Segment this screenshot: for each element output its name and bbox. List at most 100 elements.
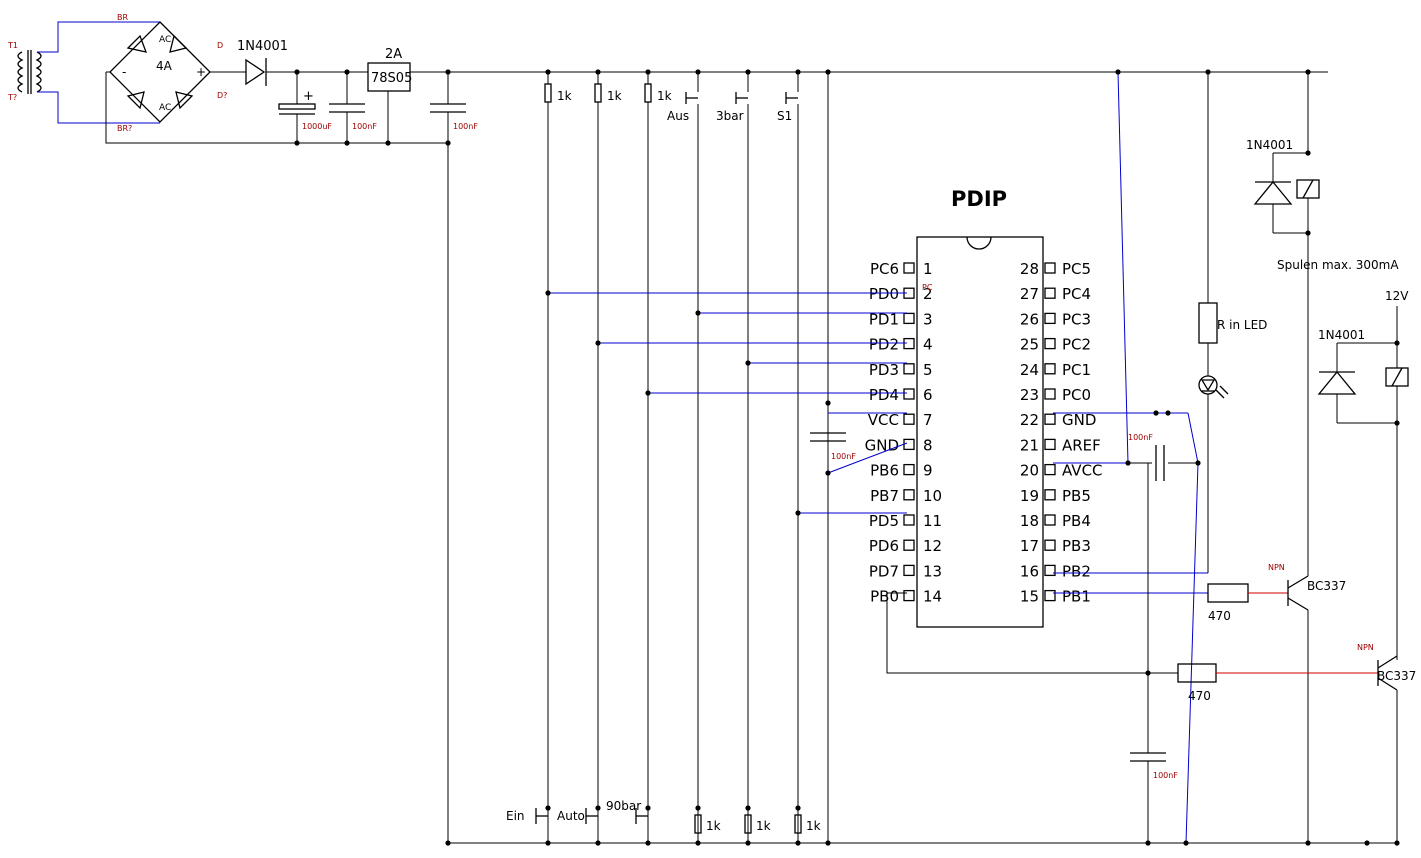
- junction-dot: [1305, 230, 1311, 236]
- ic-pin-name: PC1: [1062, 361, 1091, 379]
- ic-pin-name: PB7: [870, 487, 899, 505]
- ic-pin-name: PB1: [1062, 588, 1091, 606]
- ic-pin-number: 28: [1020, 260, 1039, 278]
- r-bottom-2: 1k: [756, 819, 771, 833]
- r-bottom-1: 1k: [706, 819, 721, 833]
- ic-pin-number: 14: [923, 588, 942, 606]
- junction-dot: [825, 400, 831, 406]
- cap-bottom-label: 100nF: [1153, 771, 1178, 780]
- ic-pin-number: 12: [923, 537, 942, 555]
- ic-pin-name: PB0: [870, 588, 899, 606]
- ic-pin-number: 23: [1020, 386, 1039, 404]
- junction-dot: [595, 69, 601, 75]
- ic-pin-name: GND: [1062, 411, 1096, 429]
- ic-pin-number: 24: [1020, 361, 1039, 379]
- junction-dot: [645, 390, 651, 396]
- ic-pin-number: 11: [923, 512, 942, 530]
- ic-pin-name: VCC: [868, 411, 899, 429]
- junction-dot: [445, 140, 451, 146]
- junction-dot: [445, 840, 451, 846]
- ic-pin-name: PC2: [1062, 336, 1091, 354]
- ic-pin-number: 27: [1020, 285, 1039, 303]
- junction-dot: [294, 69, 300, 75]
- ic-pin-number: 21: [1020, 436, 1039, 454]
- ic-pin-number: 8: [923, 436, 933, 454]
- ic-pin-number: 9: [923, 462, 933, 480]
- junction-dot: [695, 840, 701, 846]
- junction-dot: [695, 805, 701, 811]
- cap1-label: 100nF: [352, 122, 377, 131]
- ic-pin-number: 6: [923, 386, 933, 404]
- ic-pin-name: PD2: [869, 336, 899, 354]
- ic-pin-name: PC0: [1062, 386, 1091, 404]
- ic-pin-number: 19: [1020, 487, 1039, 505]
- ic-pin-name: PD4: [869, 386, 899, 404]
- junction-dot: [695, 310, 701, 316]
- cap-vcc-label: 100nF: [831, 452, 856, 461]
- junction-dot: [294, 140, 300, 146]
- bridge-rectifier: 4A AC AC - +: [109, 21, 211, 123]
- ic-pin-number: 18: [1020, 512, 1039, 530]
- ic-pin-name: GND: [865, 436, 899, 454]
- junction-dot: [1145, 670, 1151, 676]
- junction-dot: [1394, 420, 1400, 426]
- junction-dot: [445, 69, 451, 75]
- junction-dot: [825, 470, 831, 476]
- ic-pin-right: 23 PC0: [1020, 386, 1091, 404]
- cap2-label: 100nF: [453, 122, 478, 131]
- ic-pin-name: PD3: [869, 361, 899, 379]
- junction-dots: [294, 69, 1400, 846]
- transformer-sec-label: T?: [7, 93, 17, 102]
- cap-elec-label: 1000uF: [302, 122, 332, 131]
- ic-pin-number: 5: [923, 361, 933, 379]
- junction-dot: [1305, 150, 1311, 156]
- junction-dot: [1145, 840, 1151, 846]
- regulator-label: 78S05: [371, 71, 412, 86]
- ic-pin-left: PD5 11: [869, 512, 942, 530]
- junction-dot: [1153, 410, 1159, 416]
- junction-dot: [1364, 840, 1370, 846]
- ic-pin-number: 10: [923, 487, 942, 505]
- ic-pin-name: PC4: [1062, 285, 1091, 303]
- junction-dot: [645, 69, 651, 75]
- sw-bottom-2: Auto: [557, 809, 585, 823]
- ic-pin-number: 1: [923, 260, 933, 278]
- minus-label: -: [122, 65, 126, 79]
- junction-dot: [545, 290, 551, 296]
- d1-label: D: [217, 41, 223, 50]
- ic-pin-name: PB3: [1062, 537, 1091, 555]
- ic-pin-left: PD4 6: [869, 386, 933, 404]
- junction-dot: [745, 805, 751, 811]
- diode-main-label: 1N4001: [237, 39, 288, 54]
- junction-dot: [795, 840, 801, 846]
- led: [1198, 375, 1229, 399]
- npn1-type: BC337: [1307, 579, 1346, 593]
- ic-pin-number: 13: [923, 562, 942, 580]
- npn2-type: BC337: [1377, 669, 1416, 683]
- junction-dot: [1305, 69, 1311, 75]
- ic-pin-right: 27 PC4: [1020, 285, 1091, 303]
- ac1-label: AC: [159, 35, 171, 45]
- relay-diode1-label: 1N4001: [1246, 138, 1293, 152]
- junction-dot: [1165, 410, 1171, 416]
- supply-12v: 12V: [1385, 289, 1409, 303]
- ic-pin-name: PD5: [869, 512, 899, 530]
- junction-dot: [1394, 340, 1400, 346]
- npn1-label: NPN: [1268, 563, 1285, 572]
- sw-top-2: 3bar: [716, 109, 744, 123]
- junction-dot: [545, 840, 551, 846]
- sw-bottom-3: 90bar: [606, 799, 641, 813]
- npn2-label: NPN: [1357, 643, 1374, 652]
- ic-package: [916, 236, 1044, 628]
